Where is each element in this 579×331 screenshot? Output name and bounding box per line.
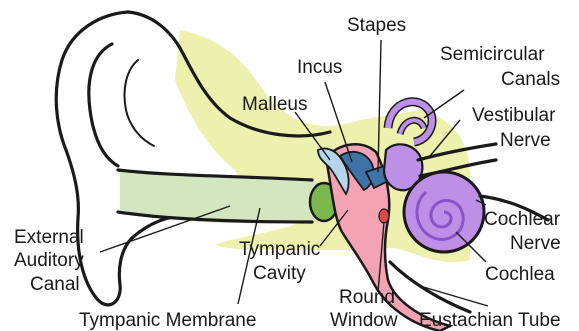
label-tympanic-cavity-2: Cavity — [253, 263, 306, 284]
round-window — [379, 209, 389, 223]
label-external-1: External — [14, 227, 84, 248]
label-cochlear-nerve-2: Nerve — [510, 233, 561, 254]
label-incus: Incus — [297, 57, 342, 78]
label-vestibular-2: Nerve — [500, 130, 551, 151]
label-eustachian-tube: Eustachian Tube — [419, 310, 561, 331]
label-round-window-1: Round — [339, 287, 395, 308]
label-cochlear-nerve-1: Cochlear — [484, 209, 561, 230]
auricle-inner-fold — [125, 60, 155, 146]
label-tympanic-membrane: Tympanic Membrane — [79, 310, 256, 331]
label-vestibular-1: Vestibular — [472, 105, 556, 126]
label-semicircular-1: Semicircular — [440, 44, 545, 65]
leader-eustachian — [420, 286, 488, 306]
label-tympanic-cavity-1: Tympanic — [239, 239, 320, 260]
leader-semicircular — [424, 90, 464, 118]
auricle-fold — [89, 44, 118, 166]
label-malleus: Malleus — [242, 94, 307, 115]
label-external-3: Canal — [30, 274, 80, 295]
label-round-window-2: Window — [330, 310, 398, 331]
label-cochlea: Cochlea — [485, 264, 555, 285]
label-stapes: Stapes — [347, 15, 406, 36]
label-external-2: Auditory — [14, 250, 84, 271]
label-semicircular-2: Canals — [501, 69, 560, 90]
